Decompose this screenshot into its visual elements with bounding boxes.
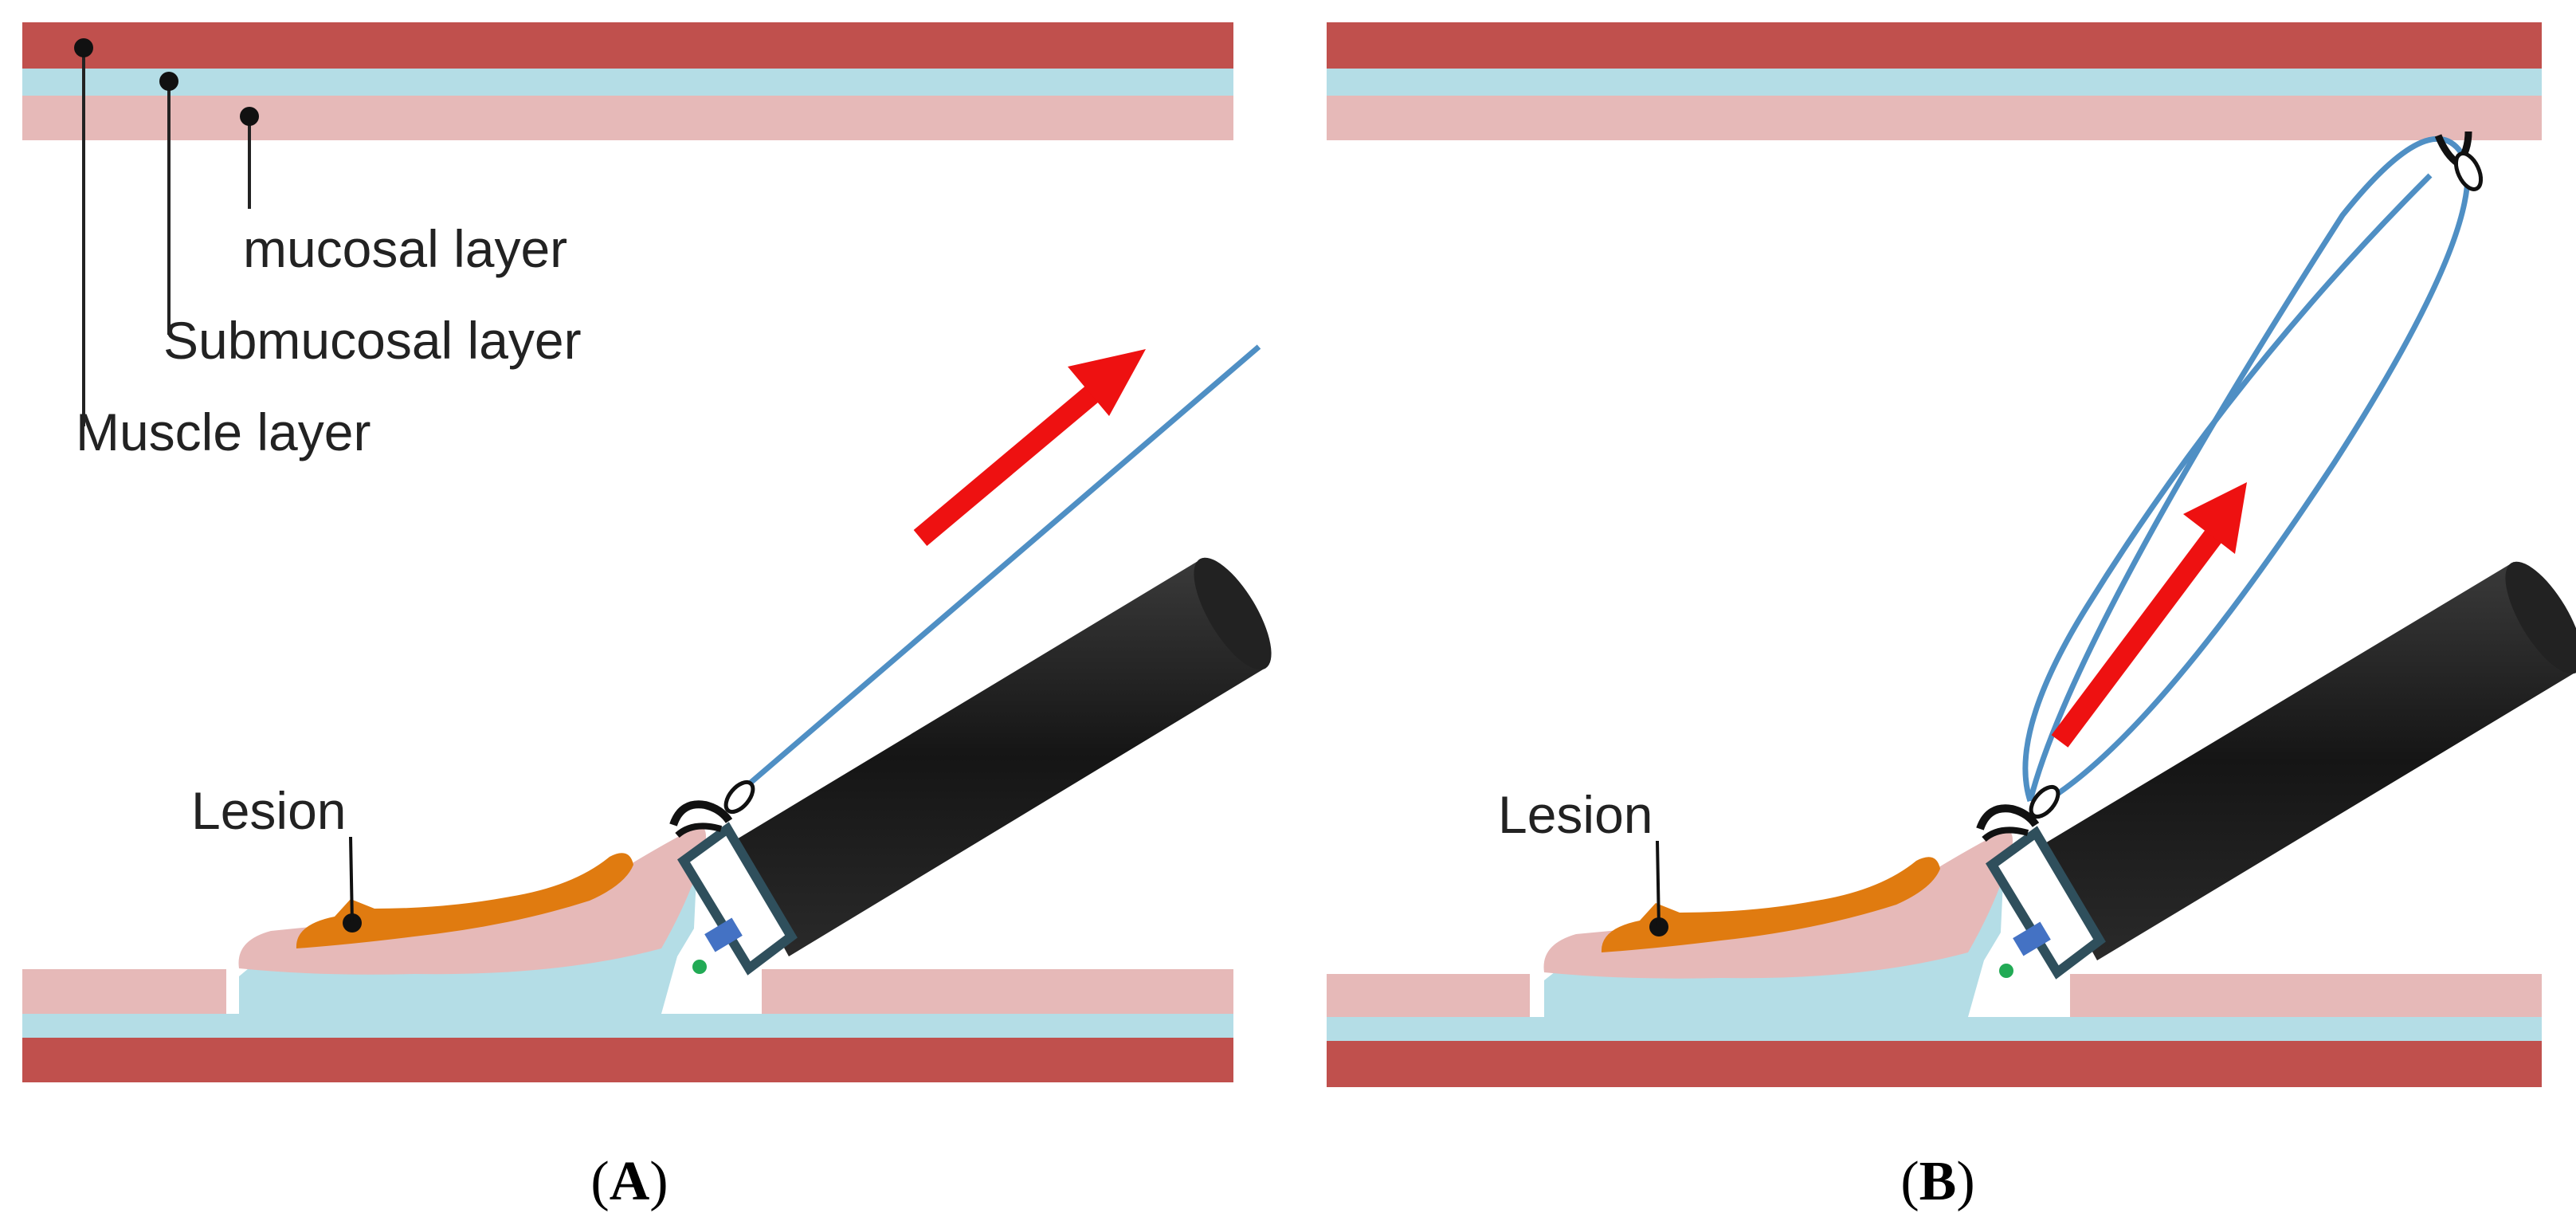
submucosal-layer-band <box>1327 69 2542 96</box>
muscle-layer-band <box>1327 1041 2542 1087</box>
panel-a: Lesion mucosal layer Submucosal layer Mu… <box>22 22 1272 1212</box>
traction-arrow-icon <box>2051 482 2247 748</box>
mucosal-layer-band <box>1327 96 2542 140</box>
muscle-layer-band <box>1327 22 2542 69</box>
panel-a-caption: (A) <box>590 1151 668 1212</box>
lesion <box>296 853 633 948</box>
submucosal-layer-band <box>1327 1017 2542 1041</box>
endoscope-icon <box>677 557 1272 976</box>
muscle-layer-band <box>22 1038 1233 1082</box>
submucosal-layer-band <box>22 1014 1233 1038</box>
traction-thread <box>743 344 1261 790</box>
muscle-layer-band <box>22 22 1233 69</box>
lesion-label: Lesion <box>1498 785 1653 844</box>
clip-icon <box>1976 784 2060 842</box>
lesion-label: Lesion <box>191 781 347 840</box>
mucosal-flap <box>238 827 706 975</box>
lesion-pointer-line <box>349 836 354 924</box>
submucosal-layer-band <box>22 69 1233 96</box>
mucosal-flap <box>1543 830 2013 979</box>
muscle-layer-label: Muscle layer <box>76 402 371 461</box>
panel-b: Lesion (B) <box>1327 22 2576 1212</box>
mucosal-layer-band <box>762 969 1233 1014</box>
mucosal-layer-band <box>22 969 226 1014</box>
lesion-pointer-line <box>1656 840 1660 928</box>
submucosal-layer-label: Submucosal layer <box>163 311 582 370</box>
lesion <box>1601 857 1940 952</box>
traction-thread-loop-inner <box>2022 173 2433 803</box>
top-wall <box>1327 22 2542 140</box>
mucosal-layer-band <box>1327 974 1530 1017</box>
clip-icon <box>2434 131 2484 191</box>
top-wall <box>22 22 1233 140</box>
clip-icon <box>669 779 755 838</box>
traction-arrow-icon <box>913 349 1146 546</box>
mucosal-layer-band <box>22 96 1233 140</box>
mucosal-layer-band <box>2070 974 2542 1017</box>
mucosal-layer-label: mucosal layer <box>243 219 567 278</box>
layer-pointers <box>74 38 259 426</box>
panel-b-caption: (B) <box>1900 1151 1974 1212</box>
endoscope-icon <box>1986 561 2576 980</box>
